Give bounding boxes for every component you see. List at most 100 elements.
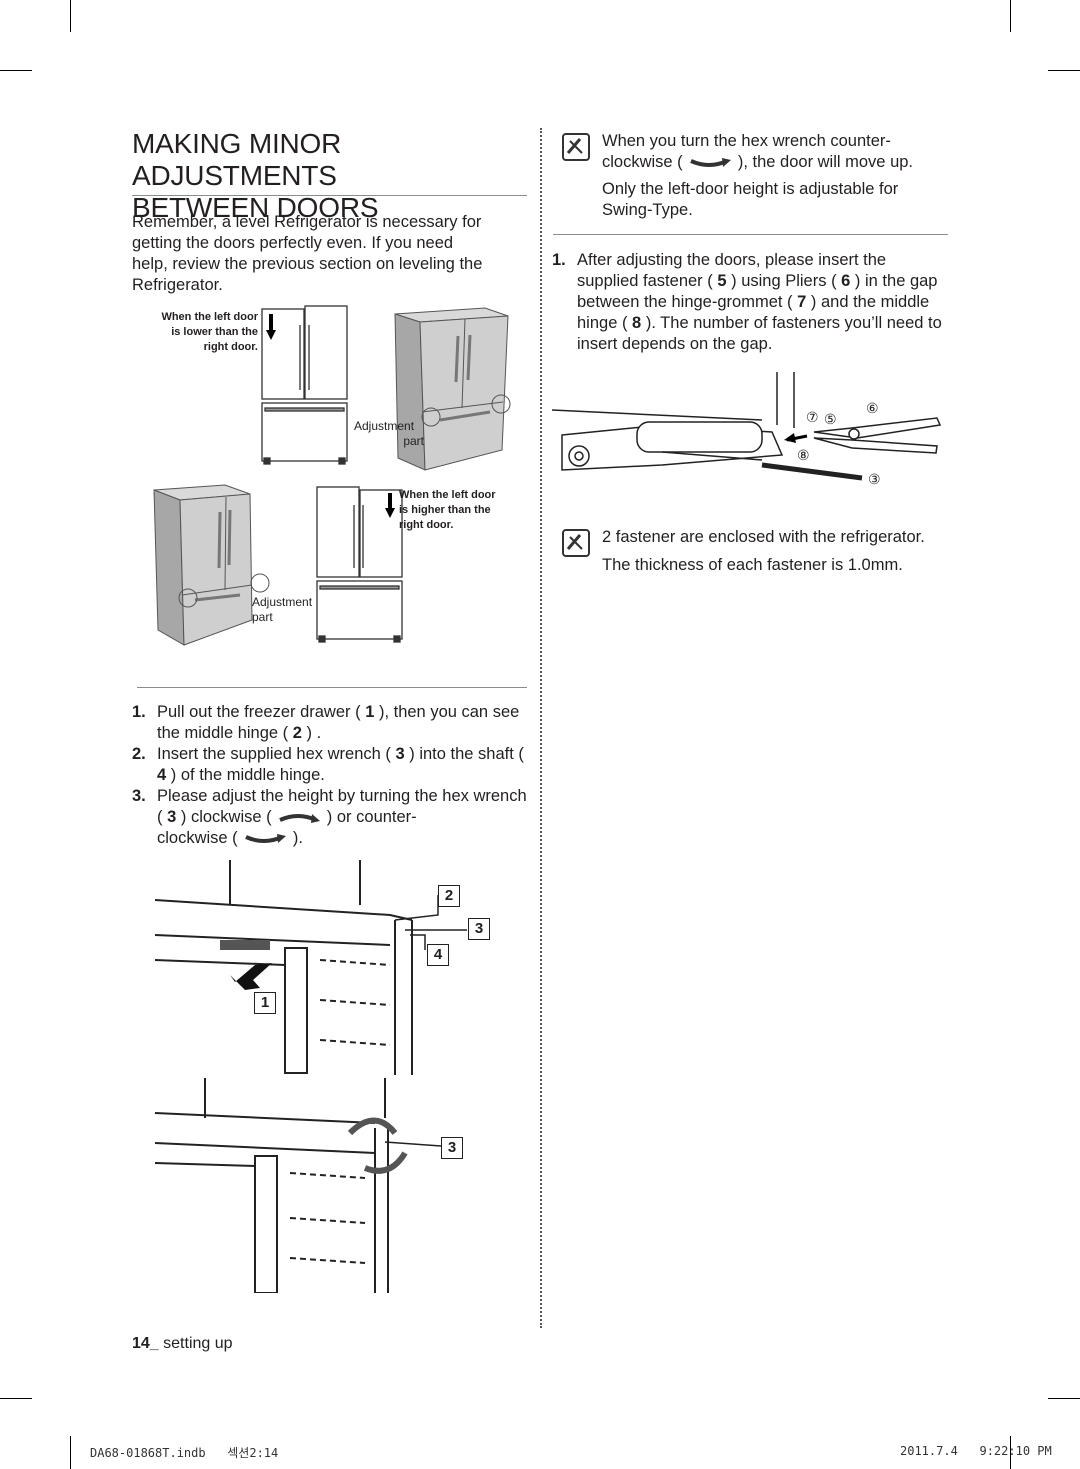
crop-mark (0, 1398, 32, 1399)
text: ) or counter- (322, 808, 417, 826)
step-3-left: 3. Please adjust the height by turning t… (132, 786, 532, 850)
text: clockwise ( (602, 153, 688, 171)
text: ), then you can see the middle hinge ( (157, 703, 520, 742)
step-1-right: 1. After adjusting the doors, please ins… (552, 250, 952, 356)
callout-box-3: 3 (468, 918, 490, 940)
label-adjustment-part-top: Adjustment part (354, 419, 424, 449)
text: ) in the gap between the hinge-grommet ( (577, 272, 938, 311)
part-marker-8: ⑧ (797, 447, 810, 463)
text: ) clockwise ( (176, 808, 277, 826)
clockwise-arrow-icon (279, 813, 321, 823)
column-separator (540, 128, 542, 1328)
door-adjustment-illustration (153, 305, 511, 646)
crop-mark (0, 70, 32, 71)
hinge-illustration-bottom (150, 1078, 470, 1294)
crop-mark (70, 1436, 71, 1469)
hinge-illustration-top (150, 860, 470, 1075)
ref-number: 8 (632, 314, 642, 332)
text: ) of the middle hinge. (166, 766, 325, 784)
ref-number: 3 (167, 808, 177, 826)
step-text: After adjusting the doors, please insert… (577, 250, 952, 355)
text: ), the door will move up. (733, 153, 914, 171)
page-footer: 14_ setting up (132, 1335, 233, 1353)
step-text: Pull out the freezer drawer ( 1 ), then … (157, 702, 532, 744)
crop-mark (1048, 1398, 1080, 1399)
ref-number: 3 (395, 745, 405, 763)
label-line: right door. (399, 519, 454, 531)
crop-mark (1048, 70, 1080, 71)
hex-wrench-rotation-illustration (154, 1078, 408, 1294)
label-line: Adjustment (354, 419, 415, 433)
label-adjustment-part-bottom: Adjustment part (252, 595, 342, 625)
note-rule (553, 234, 948, 235)
note-2: 2 fastener are enclosed with the refrige… (602, 527, 947, 576)
section-name: setting up (163, 1335, 233, 1352)
counterclockwise-arrow-icon (690, 157, 732, 167)
ref-number: 4 (157, 766, 167, 784)
note-1-line-2: clockwise ( ), the door will move up. (602, 152, 942, 173)
text: After adjusting the doors, please insert… (577, 251, 887, 290)
label-line: part (403, 434, 424, 448)
text: clockwise ( (157, 829, 243, 847)
callout-box-1: 1 (254, 992, 276, 1014)
text: ) into the shaft ( (404, 745, 524, 763)
label-left-lower: When the left door is lower than the rig… (120, 310, 258, 355)
step-number: 1. (132, 703, 146, 721)
counterclockwise-arrow-icon (245, 833, 287, 843)
intro-paragraph: Remember, a level Refrigerator is necess… (132, 213, 483, 294)
fastener-insertion-illustration (551, 372, 942, 481)
step-number: 2. (132, 745, 146, 763)
text: Insert the supplied hex wrench ( (157, 745, 396, 763)
label-left-higher: When the left door is higher than the ri… (399, 488, 529, 533)
ref-number: 6 (841, 272, 851, 290)
text: Pull out the freezer drawer ( (157, 703, 366, 721)
ref-number: 2 (292, 724, 302, 742)
page-title: MAKING MINOR ADJUSTMENTS BETWEEN DOORS (132, 128, 532, 224)
door-adjustment-figure (140, 300, 530, 670)
note-icon (562, 529, 590, 557)
text: ) and the middle hinge ( (577, 293, 930, 332)
part-marker-7: ⑦ (806, 409, 819, 425)
note-1: When you turn the hex wrench counter- cl… (602, 131, 942, 221)
middle-hinge-illustration (154, 860, 413, 1075)
label-line: is lower than the (171, 326, 258, 338)
title-line-2: BETWEEN DOORS (132, 192, 379, 223)
ref-number: 1 (365, 703, 375, 721)
callout-box-4: 4 (427, 944, 449, 966)
label-line: When the left door (399, 489, 496, 501)
label-line: part (252, 610, 273, 624)
callout-leader-line (385, 1141, 442, 1147)
part-marker-5: ⑤ (824, 411, 837, 427)
label-line: is higher than the (399, 504, 491, 516)
step-2-left: 2. Insert the supplied hex wrench ( 3 ) … (132, 744, 532, 786)
note-1-line-1: When you turn the hex wrench counter- (602, 132, 891, 150)
note-2-line-1: 2 fastener are enclosed with the refrige… (602, 528, 925, 546)
crop-mark (1010, 0, 1011, 32)
step-text: Please adjust the height by turning the … (157, 786, 532, 849)
text: ) using Pliers ( (726, 272, 842, 290)
text: ). The number of fasteners you’ll need t… (577, 314, 942, 353)
part-marker-6: ⑥ (866, 400, 879, 416)
step-number: 1. (552, 251, 566, 269)
file-info: DA68-01868T.indb 섹션2:14 (90, 1446, 279, 1460)
ref-number: 5 (717, 272, 727, 290)
callout-leader-lines (395, 895, 467, 950)
callout-box-3-bottom: 3 (441, 1137, 463, 1159)
print-timestamp: 2011.7.4 9:22:10 PM (900, 1444, 1052, 1458)
step-text: Insert the supplied hex wrench ( 3 ) int… (157, 744, 532, 786)
figure-rule (137, 687, 527, 688)
step-number: 3. (132, 787, 146, 805)
text: ). (288, 829, 303, 847)
label-line: right door. (203, 341, 258, 353)
crop-mark (1010, 1436, 1011, 1469)
page-number: 14_ (132, 1335, 159, 1352)
fastener-figure (551, 370, 947, 500)
note-1-line-3: Only the left-door height is adjustable … (602, 180, 899, 219)
text: Please adjust the height by turning the … (157, 787, 527, 826)
label-line: Adjustment (252, 595, 313, 609)
label-line: When the left door (161, 311, 258, 323)
note-2-line-2: The thickness of each fastener is 1.0mm. (602, 556, 903, 574)
title-rule (132, 195, 527, 196)
text: ) . (301, 724, 322, 742)
ref-number: 7 (797, 293, 807, 311)
